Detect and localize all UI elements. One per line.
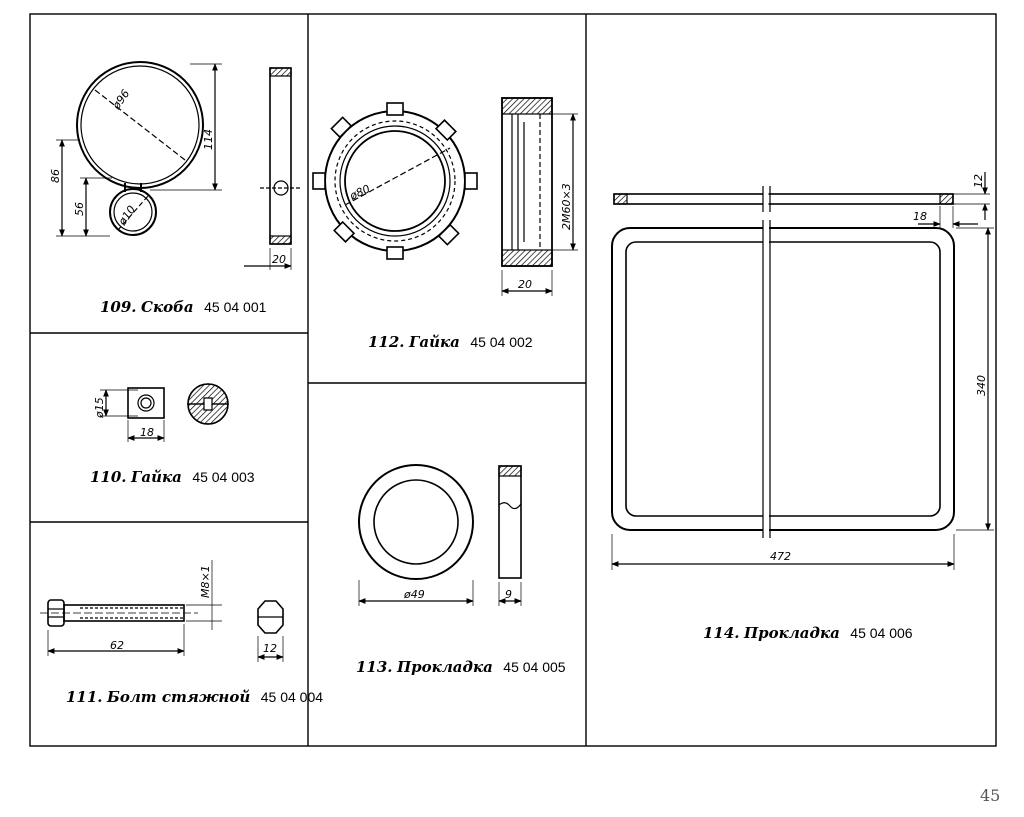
part-110-name: Гайка — [131, 468, 182, 486]
part-112-dim-d: ø80 — [347, 182, 372, 203]
part-109-dim-width: 20 — [272, 253, 286, 266]
part-114-dim-t: 12 — [972, 174, 985, 188]
part-109-dim-h-total: 114 — [202, 129, 215, 150]
part-111-dim-len: 62 — [110, 639, 124, 652]
part-112-code: 45 04 002 — [470, 334, 533, 350]
part-114-number: 114. — [703, 624, 740, 642]
part-111-dim-thread: M8×1 — [199, 565, 212, 598]
part-110-number: 110. — [90, 468, 127, 486]
part-111-dim-head: 12 — [263, 642, 277, 655]
part-110-code: 45 04 003 — [192, 469, 255, 485]
part-113-name: Прокладка — [397, 658, 493, 676]
part-109-number: 109. — [100, 298, 137, 316]
frame — [29, 13, 997, 747]
part-114-name: Прокладка — [744, 624, 840, 642]
part-109-dim-h-86: 86 — [49, 169, 62, 183]
part-110-drawing — [100, 383, 229, 442]
part-109-dim-h-56: 56 — [73, 202, 86, 216]
part-111-number: 111. — [66, 688, 103, 706]
part-112-name: Гайка — [409, 333, 460, 351]
part-109-dim-outer-d: ø96 — [109, 87, 132, 112]
part-114-dim-w: 472 — [770, 550, 791, 563]
part-113-dim-d: ø49 — [403, 588, 425, 601]
part-114-dim-inset: 18 — [913, 210, 927, 223]
part-109-caption: 109. Скоба 45 04 001 — [100, 298, 266, 317]
part-111-drawing — [40, 560, 284, 662]
part-111-caption: 111. Болт стяжной 45 04 004 — [66, 688, 323, 707]
part-114-code: 45 04 006 — [850, 625, 913, 641]
part-111-name: Болт стяжной — [107, 688, 251, 706]
part-112-drawing — [312, 97, 578, 296]
part-112-dim-thread: 2M60×3 — [560, 183, 573, 230]
page-number: 45 — [980, 786, 1001, 805]
part-113-drawing — [358, 464, 522, 606]
part-112-dim-w: 20 — [518, 278, 532, 291]
part-110-dim-d: ø15 — [93, 397, 106, 419]
part-114-drawing — [611, 172, 994, 570]
part-113-number: 113. — [356, 658, 393, 676]
part-110-dim-w: 18 — [140, 426, 154, 439]
part-114-dim-h: 340 — [975, 375, 988, 396]
part-109-name: Скоба — [141, 298, 194, 316]
part-109-drawing — [56, 61, 300, 270]
part-110-caption: 110. Гайка 45 04 003 — [90, 468, 255, 487]
part-111-code: 45 04 004 — [260, 689, 324, 705]
part-113-code: 45 04 005 — [503, 659, 566, 675]
part-112-number: 112. — [368, 333, 405, 351]
part-109-code: 45 04 001 — [204, 299, 267, 315]
part-114-caption: 114. Прокладка 45 04 006 — [703, 624, 913, 643]
part-112-caption: 112. Гайка 45 04 002 — [368, 333, 533, 352]
part-113-dim-w: 9 — [505, 588, 512, 601]
part-113-caption: 113. Прокладка 45 04 005 — [356, 658, 566, 677]
